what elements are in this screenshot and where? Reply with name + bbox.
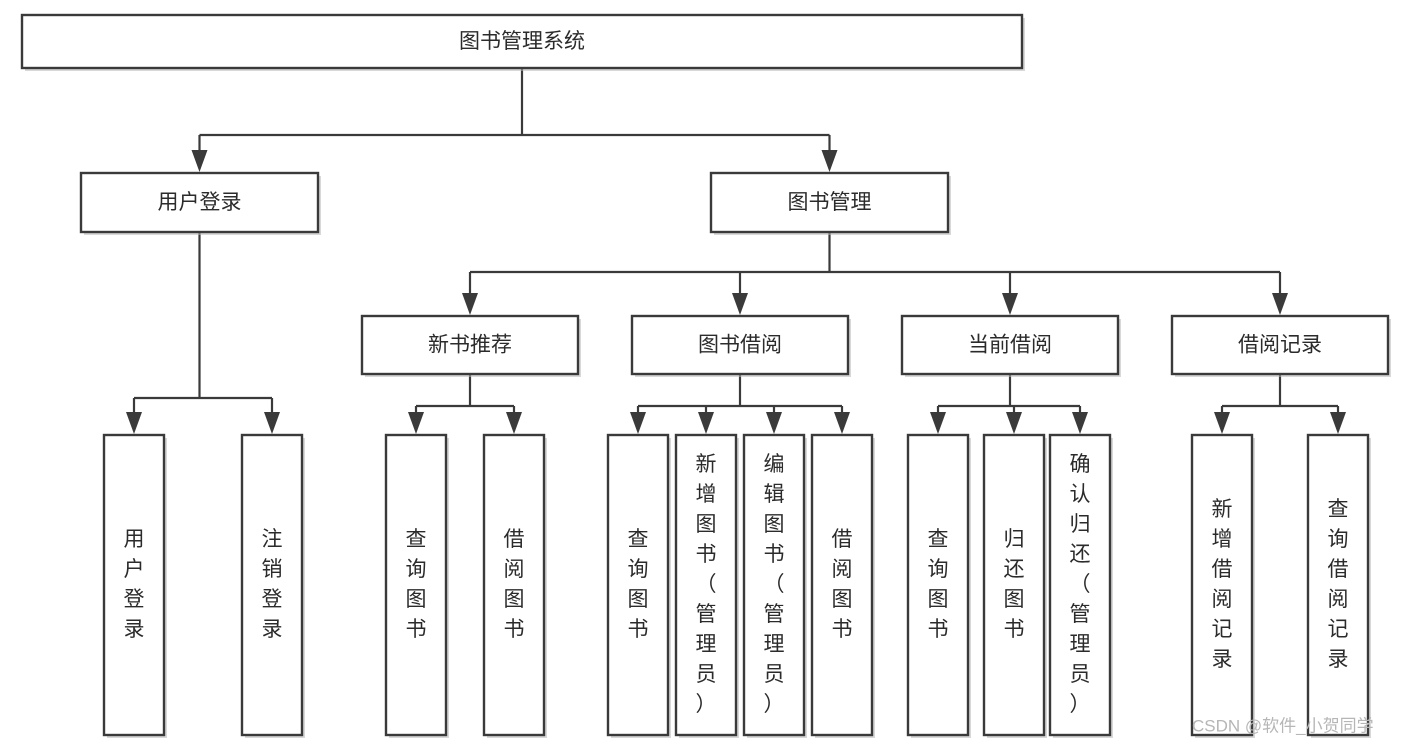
node-label: 新增图书（管理员） [696, 453, 717, 716]
node-rect[interactable] [240, 433, 304, 737]
node-label: 注销登录 [262, 528, 283, 641]
node-label: 当前借阅 [968, 334, 1052, 357]
node-label: 用户登录 [158, 191, 242, 214]
node-leaf-confirm-return[interactable]: 确认归还（管理员） [1048, 433, 1113, 738]
node-rect[interactable] [1306, 433, 1370, 737]
node-new-book-rec[interactable]: 新书推荐 [360, 314, 581, 377]
node-leaf-borrow-book-1[interactable]: 借阅图书 [482, 433, 547, 738]
node-layer: 图书管理系统用户登录图书管理新书推荐图书借阅当前借阅借阅记录用户登录注销登录查询… [20, 13, 1391, 738]
node-rect[interactable] [709, 171, 950, 234]
connector-group-root [191, 68, 838, 172]
node-rect[interactable] [360, 314, 580, 376]
node-leaf-return-book[interactable]: 归还图书 [982, 433, 1047, 738]
node-label: 借阅图书 [832, 528, 853, 641]
connector-group-current-borrow [930, 374, 1088, 434]
node-label: 确认归还（管理员） [1070, 453, 1091, 716]
node-label: 用户登录 [124, 528, 145, 641]
connector-group-new-book-rec [408, 374, 522, 434]
node-rect[interactable] [20, 13, 1024, 70]
node-rect[interactable] [482, 433, 546, 737]
node-user-login[interactable]: 用户登录 [79, 171, 321, 235]
node-label: 新增借阅记录 [1212, 498, 1233, 671]
node-rect[interactable] [630, 314, 850, 376]
node-leaf-query-book-3[interactable]: 查询图书 [906, 433, 971, 738]
connector-group-book-borrow [630, 374, 850, 434]
node-rect[interactable] [982, 433, 1046, 737]
node-leaf-query-book-2[interactable]: 查询图书 [606, 433, 671, 738]
connector-group-user-login [126, 232, 280, 434]
node-current-borrow[interactable]: 当前借阅 [900, 314, 1121, 377]
node-rect[interactable] [1170, 314, 1390, 376]
node-rect[interactable] [674, 433, 738, 737]
node-label: 新书推荐 [428, 334, 512, 357]
node-rect[interactable] [900, 314, 1120, 376]
node-rect[interactable] [79, 171, 320, 234]
node-label: 借阅图书 [504, 528, 525, 641]
connector-group-book-manage [462, 232, 1288, 315]
node-label: 图书借阅 [698, 334, 782, 357]
node-book-borrow[interactable]: 图书借阅 [630, 314, 851, 377]
connector-layer [126, 68, 1346, 434]
node-rect[interactable] [384, 433, 448, 737]
node-label: 归还图书 [1004, 528, 1025, 641]
connector-group-borrow-record [1214, 374, 1346, 434]
node-leaf-edit-book[interactable]: 编辑图书（管理员） [742, 433, 807, 738]
node-label: 图书管理 [788, 191, 872, 214]
csdn-watermark: CSDN @软件_小贺同学 [1192, 716, 1374, 735]
node-leaf-logout[interactable]: 注销登录 [240, 433, 305, 738]
node-rect[interactable] [1190, 433, 1254, 737]
node-rect[interactable] [810, 433, 874, 737]
node-label: 图书管理系统 [459, 30, 585, 53]
node-label: 查询借阅记录 [1328, 498, 1349, 671]
node-leaf-query-book-1[interactable]: 查询图书 [384, 433, 449, 738]
node-leaf-query-record[interactable]: 查询借阅记录 [1306, 433, 1371, 738]
node-rect[interactable] [102, 433, 166, 737]
node-rect[interactable] [606, 433, 670, 737]
node-root[interactable]: 图书管理系统 [20, 13, 1025, 71]
node-label: 借阅记录 [1238, 334, 1322, 357]
node-leaf-borrow-book-2[interactable]: 借阅图书 [810, 433, 875, 738]
node-leaf-add-book[interactable]: 新增图书（管理员） [674, 433, 739, 738]
node-label: 查询图书 [628, 528, 649, 641]
node-borrow-record[interactable]: 借阅记录 [1170, 314, 1391, 377]
node-leaf-add-record[interactable]: 新增借阅记录 [1190, 433, 1255, 738]
node-book-manage[interactable]: 图书管理 [709, 171, 951, 235]
node-label: 查询图书 [406, 528, 427, 641]
node-leaf-user-login[interactable]: 用户登录 [102, 433, 167, 738]
node-rect[interactable] [906, 433, 970, 737]
node-rect[interactable] [1048, 433, 1112, 737]
node-rect[interactable] [742, 433, 806, 737]
node-label: 查询图书 [928, 528, 949, 641]
node-label: 编辑图书（管理员） [764, 453, 785, 716]
